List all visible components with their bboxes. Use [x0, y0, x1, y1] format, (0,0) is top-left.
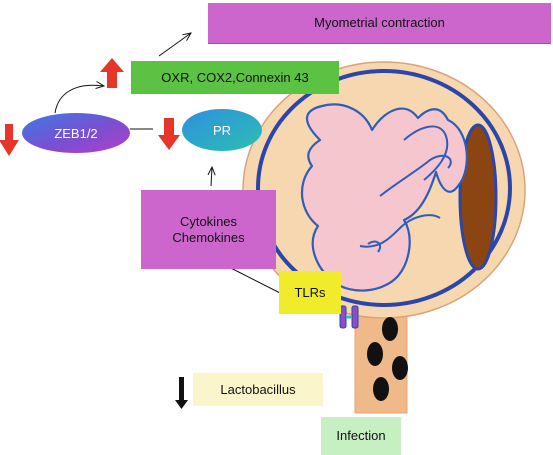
zeb-label-wrap: ZEB1/2 [22, 113, 130, 153]
cytokines-chemokines-box: Cytokines Chemokines [141, 190, 276, 269]
myometrial-contraction-label: Myometrial contraction [314, 15, 445, 30]
fetus [300, 103, 468, 292]
up-arrow-icon [100, 58, 124, 88]
infection-box: Infection [321, 417, 401, 455]
tlrs-box: TLRs [279, 271, 341, 314]
pr-label-wrap: PR [182, 109, 262, 151]
fetus-ear [367, 240, 382, 253]
oxr-cox2-connexin-box: OXR, COX2,Connexin 43 [131, 61, 339, 94]
down-arrow-icon [158, 118, 180, 150]
oxr-cox2-connexin-label: OXR, COX2,Connexin 43 [161, 69, 309, 85]
down-arrow-icon [0, 124, 19, 156]
umbilical-cord [359, 214, 441, 248]
cytokines-label: Cytokines [179, 213, 238, 229]
myometrial-contraction-box: Myometrial contraction [208, 3, 551, 44]
infection-label: Infection [336, 428, 386, 443]
zeb-ellipse [22, 113, 130, 153]
pr-label: PR [212, 122, 232, 138]
fetus-arm [379, 154, 452, 197]
fetus-leg [403, 125, 449, 181]
bacterium [373, 377, 389, 401]
bacterium [392, 356, 408, 380]
pr-ellipse [182, 109, 262, 151]
bacterium [382, 317, 398, 341]
lactobacillus-label: Lactobacillus [220, 381, 296, 397]
lactobacillus-box: Lactobacillus [193, 373, 323, 406]
chemokines-label: Chemokines [172, 229, 245, 245]
tlr-receptor-icon [339, 305, 359, 329]
down-arrow-icon [175, 377, 188, 409]
zeb-label: ZEB1/2 [54, 125, 98, 141]
tlrs-label: TLRs [294, 284, 326, 300]
bacterium [367, 342, 383, 366]
arrow-cyto-to-pr [211, 167, 212, 187]
placenta [458, 123, 498, 271]
arrow-oxr-to-myo [158, 33, 191, 57]
arrow-zeb-to-oxr [54, 85, 104, 114]
